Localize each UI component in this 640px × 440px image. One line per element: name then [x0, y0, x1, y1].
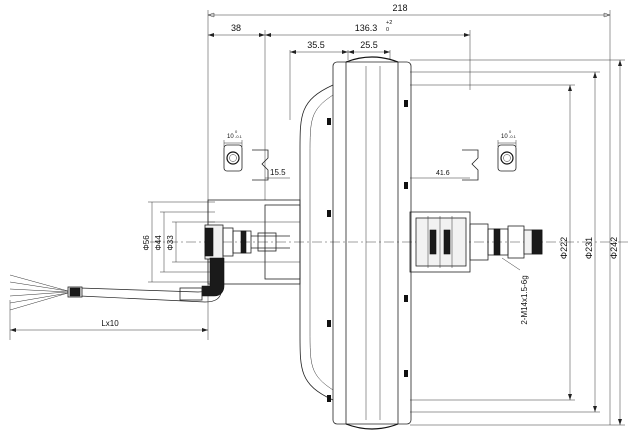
motor-cable [9, 257, 225, 311]
dim-dia-56: Φ56 [142, 235, 151, 251]
dim-dia-222: Φ222 [559, 237, 569, 259]
dim-dia-231: Φ231 [584, 237, 594, 259]
dim-flange-offset: 35.5 [307, 40, 325, 50]
right-diameter-dimensions [410, 59, 625, 426]
right-axle-assembly [409, 211, 543, 273]
left-axle-assembly [204, 199, 301, 285]
dim-overall-width: 218 [392, 3, 407, 13]
dim-left-slot-width: 10 [227, 134, 234, 140]
left-slot-detail [223, 140, 290, 181]
dim-left-flat-depth: 15.5 [270, 168, 286, 177]
dim-right-slot-tol-upper: 0 [509, 129, 512, 134]
dim-right-slot-width: 10 [501, 134, 508, 140]
right-slot-detail [410, 140, 517, 181]
dim-left-slot-tol-lower: -0.1 [235, 134, 243, 139]
dim-left-slot-tol-upper: 0 [235, 129, 238, 134]
dim-cable-length: Lx10 [101, 319, 119, 328]
dim-hub-width-tol-lower: 0 [386, 27, 389, 33]
top-dimensions [207, 10, 611, 425]
dim-hub-width: 136.3 [355, 23, 378, 33]
dim-right-flat-depth: 41.6 [436, 170, 450, 177]
dim-dia-242: Φ242 [609, 237, 619, 259]
hub-shell [299, 56, 412, 430]
dim-dia-44: Φ44 [154, 235, 163, 251]
dim-dia-33: Φ33 [166, 235, 175, 251]
dim-axle-extension: 38 [231, 23, 241, 33]
dim-hub-width-tol-upper: +2 [386, 20, 392, 26]
dim-flange-half: 25.5 [360, 40, 378, 50]
thread-callout: 2-M14x1.5-6g [520, 275, 529, 324]
dim-right-slot-tol-lower: -0.1 [509, 134, 517, 139]
